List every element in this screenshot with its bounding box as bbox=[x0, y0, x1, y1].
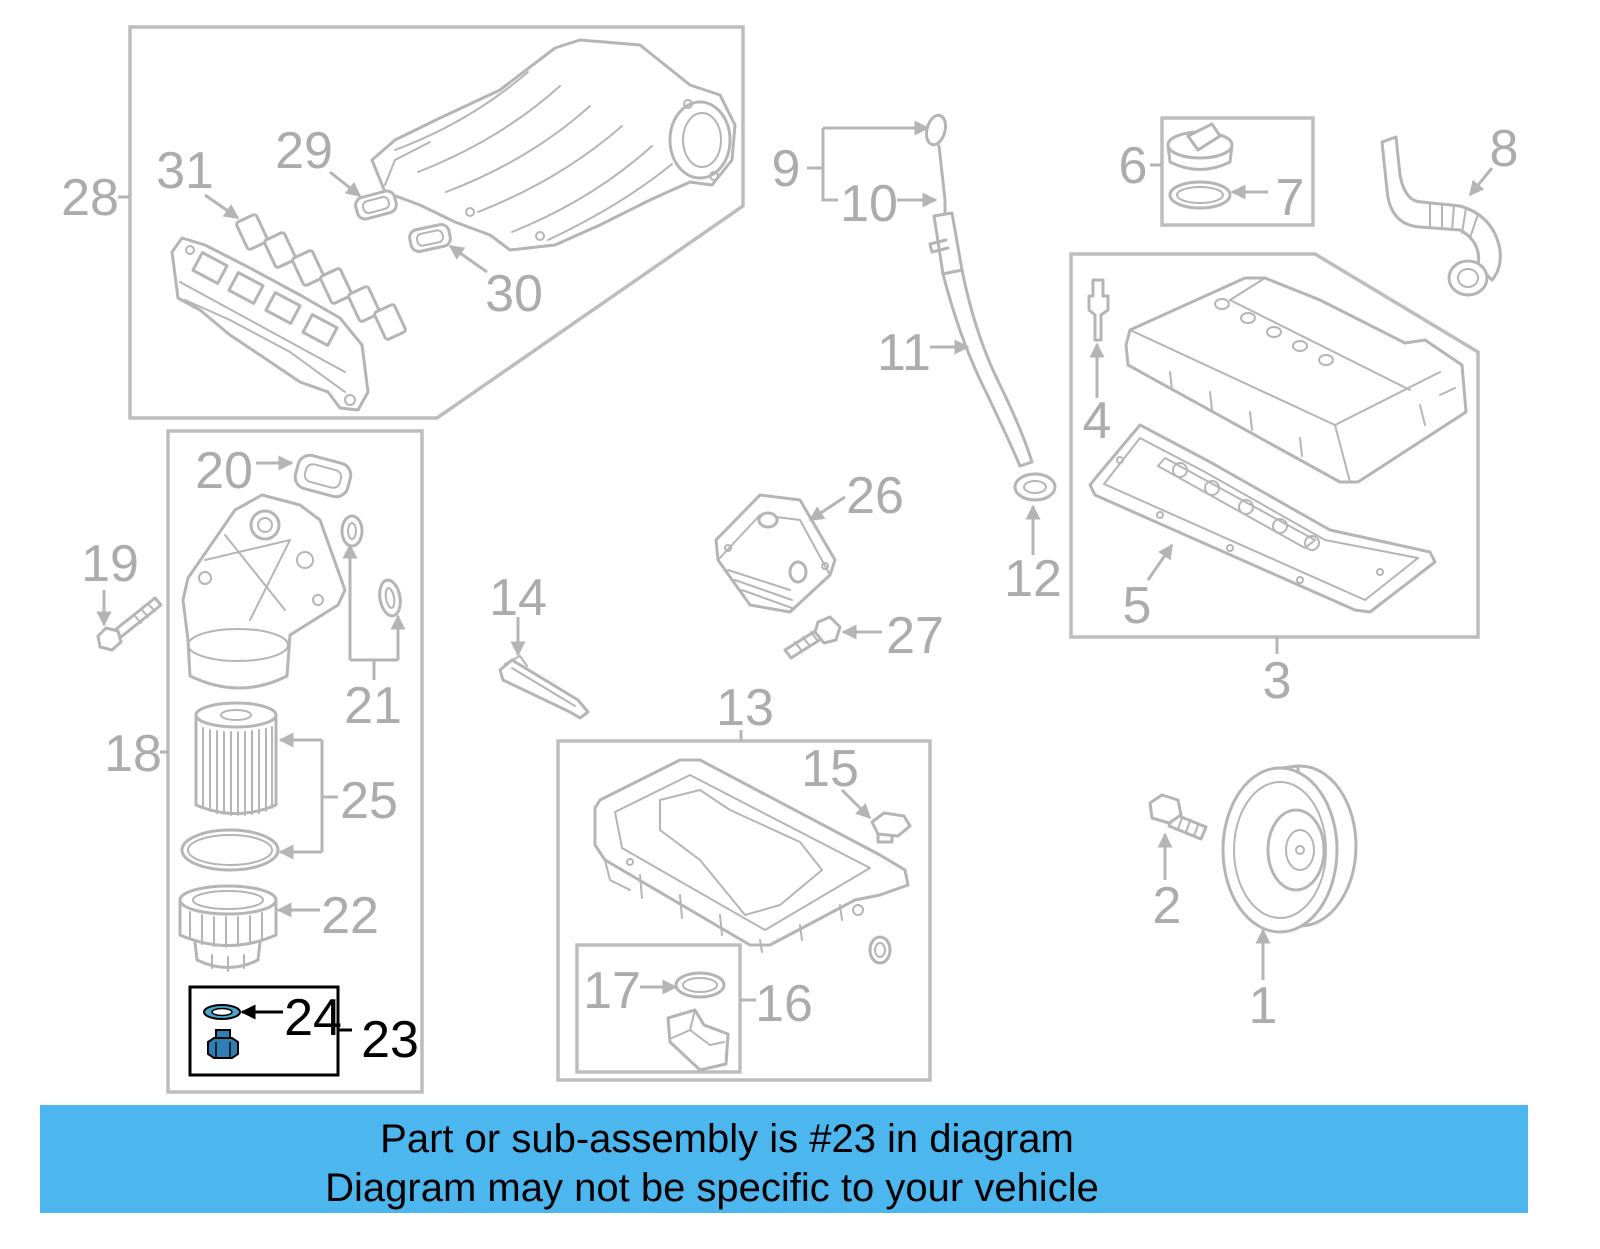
filter-o-ring bbox=[180, 828, 280, 872]
oil-pipe-14 bbox=[498, 655, 590, 720]
oil-filler-cap bbox=[1166, 122, 1234, 171]
callout-2: 2 bbox=[1153, 877, 1182, 935]
oil-cooler bbox=[714, 493, 837, 614]
bolt-27 bbox=[783, 615, 842, 660]
valve-cover bbox=[1124, 276, 1468, 484]
breather-hose bbox=[1380, 135, 1502, 297]
group-box-6 bbox=[1160, 116, 1315, 227]
callout-5: 5 bbox=[1123, 577, 1152, 635]
oil-filter-element bbox=[194, 701, 278, 816]
valve-cover-gasket bbox=[1088, 423, 1437, 614]
callout-15: 15 bbox=[801, 740, 859, 798]
sensor-4 bbox=[1087, 278, 1110, 342]
info-banner-background bbox=[40, 1105, 1528, 1213]
callout-10: 10 bbox=[840, 175, 898, 233]
drain-plug-seal-24 bbox=[203, 1004, 241, 1020]
callout-22: 22 bbox=[321, 887, 379, 945]
pan-o-ring bbox=[868, 935, 892, 965]
pickup-o-ring-17 bbox=[674, 971, 726, 999]
callout-31: 31 bbox=[156, 142, 214, 200]
group-box-18 bbox=[166, 429, 424, 1094]
crankshaft-pulley bbox=[1221, 764, 1358, 934]
group-box-28 bbox=[128, 25, 745, 420]
callout-29: 29 bbox=[275, 122, 333, 180]
intake-gasket-set bbox=[235, 213, 407, 341]
group-box-13 bbox=[556, 739, 932, 1082]
callout-8: 8 bbox=[1490, 120, 1519, 178]
callout-11: 11 bbox=[877, 324, 931, 382]
lower-intake-manifold bbox=[170, 236, 370, 412]
housing-seals-21 bbox=[340, 514, 402, 618]
callout-18: 18 bbox=[104, 725, 162, 783]
dipstick-o-ring bbox=[1013, 472, 1057, 502]
oil-filter-housing bbox=[181, 493, 347, 690]
banner-line-1: Part or sub-assembly is #23 in diagram bbox=[380, 1117, 1074, 1161]
callout-9: 9 bbox=[772, 140, 801, 198]
drain-plug-23 bbox=[207, 1029, 239, 1059]
callout-21: 21 bbox=[344, 677, 402, 735]
gasket-30 bbox=[408, 223, 452, 253]
callout-labels: 28 31 29 30 9 10 11 12 6 7 8 4 5 3 20 19… bbox=[61, 120, 1518, 1069]
callout-13: 13 bbox=[716, 679, 774, 737]
throttle-gasket-29 bbox=[354, 189, 398, 221]
callout-6: 6 bbox=[1119, 137, 1148, 195]
callout-1: 1 bbox=[1249, 977, 1278, 1035]
callout-7: 7 bbox=[1276, 169, 1305, 227]
info-banner: Part or sub-assembly is #23 in diagram D… bbox=[40, 1105, 1528, 1213]
callout-20: 20 bbox=[195, 442, 253, 500]
callout-14: 14 bbox=[489, 569, 547, 627]
callout-4: 4 bbox=[1083, 392, 1112, 450]
leader-lines bbox=[96, 120, 1494, 1032]
callout-12: 12 bbox=[1004, 550, 1062, 608]
callout-23: 23 bbox=[361, 1011, 419, 1069]
upper-intake-manifold bbox=[370, 38, 737, 252]
callout-25: 25 bbox=[340, 772, 398, 830]
oil-pickup-16 bbox=[666, 1008, 730, 1072]
drain-plug-15 bbox=[870, 811, 912, 844]
banner-line-2: Diagram may not be specific to your vehi… bbox=[325, 1166, 1099, 1210]
callout-24: 24 bbox=[284, 989, 342, 1047]
callout-28: 28 bbox=[61, 169, 119, 227]
callout-19: 19 bbox=[81, 535, 139, 593]
bolt-19 bbox=[96, 596, 163, 652]
oil-filter-cap bbox=[178, 884, 278, 972]
housing-gasket-20 bbox=[293, 453, 353, 499]
bolt-2 bbox=[1148, 793, 1208, 841]
oil-cap-seal bbox=[1168, 180, 1232, 210]
group-box-3 bbox=[1069, 252, 1480, 639]
oil-dipstick bbox=[924, 113, 1034, 468]
callout-16: 16 bbox=[755, 975, 813, 1033]
group-box-16 bbox=[575, 943, 742, 1074]
callout-27: 27 bbox=[886, 607, 944, 665]
callout-3: 3 bbox=[1263, 652, 1292, 710]
callout-30: 30 bbox=[485, 265, 543, 323]
callout-17: 17 bbox=[583, 962, 641, 1020]
oil-pan bbox=[593, 758, 910, 953]
callout-26: 26 bbox=[846, 467, 904, 525]
